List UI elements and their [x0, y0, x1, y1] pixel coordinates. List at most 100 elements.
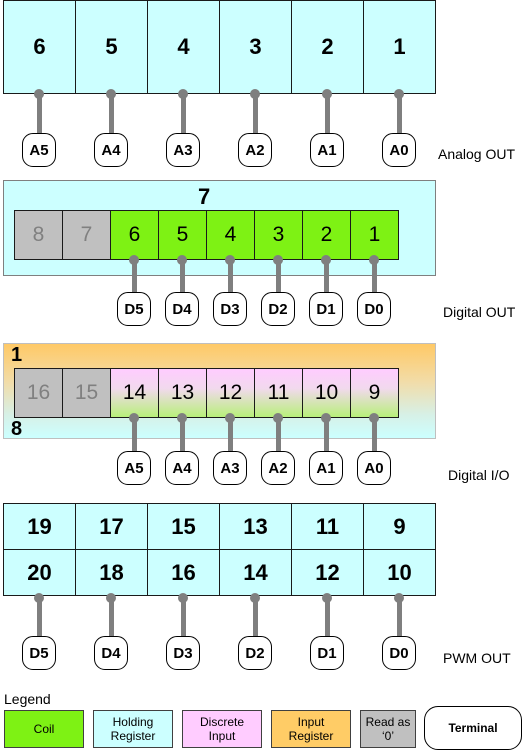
- holding-register-cell: 18: [75, 549, 148, 596]
- legend-item-holding-register: Holding Register: [93, 710, 173, 748]
- terminal: D1: [309, 292, 343, 326]
- terminal: A2: [238, 133, 272, 167]
- legend-title: Legend: [4, 691, 51, 707]
- connector-pin: [228, 418, 233, 452]
- register-number: 7: [198, 184, 211, 209]
- terminal: D5: [22, 636, 56, 670]
- legend-item-label: Input Register: [288, 715, 334, 743]
- connector-pin: [397, 596, 402, 637]
- terminal: A0: [357, 451, 391, 485]
- connector-pin: [37, 94, 42, 133]
- terminal: D2: [238, 636, 272, 670]
- holding-register-cell: 19: [3, 503, 76, 550]
- connector-pin: [324, 418, 329, 452]
- terminal: D5: [117, 292, 151, 326]
- terminal: D2: [261, 292, 295, 326]
- discrete-input-coil-cell: 13: [158, 368, 207, 418]
- holding-register-cell: 16: [147, 549, 220, 596]
- connector-pin: [276, 418, 281, 452]
- legend-item-discrete-input: Discrete Input: [182, 710, 262, 748]
- terminal: A3: [166, 133, 200, 167]
- terminal: A1: [310, 133, 344, 167]
- connector-pin: [372, 260, 377, 293]
- legend-item-label: Holding Register: [110, 715, 156, 743]
- holding-register-cell: 15: [147, 503, 220, 550]
- discrete-input-coil-cell: 12: [206, 368, 255, 418]
- terminal: A0: [382, 133, 416, 167]
- holding-register-cell: 17: [75, 503, 148, 550]
- connector-pin: [228, 260, 233, 293]
- terminal: A5: [22, 133, 56, 167]
- connector-pin: [325, 596, 330, 637]
- terminal: D4: [94, 636, 128, 670]
- legend-item-terminal: Terminal: [424, 706, 522, 750]
- section-label: Analog OUT: [438, 146, 516, 162]
- connector-pin: [397, 94, 402, 133]
- holding-register-cell: 6: [3, 0, 76, 94]
- coil-cell: 4: [206, 210, 255, 260]
- holding-register-cell: 11: [291, 503, 364, 550]
- legend-item-label: Read as ‘0’: [365, 715, 411, 743]
- connector-pin: [37, 596, 42, 637]
- section-label: Digital I/O: [448, 467, 510, 483]
- holding-register-cell: 4: [147, 0, 220, 94]
- discrete-input-coil-cell: 11: [254, 368, 303, 418]
- holding-register-cell: 9: [363, 503, 436, 550]
- read-as-zero-cell: 15: [62, 368, 111, 418]
- terminal: A5: [117, 451, 151, 485]
- discrete-input-coil-cell: 14: [110, 368, 159, 418]
- terminal: A3: [213, 451, 247, 485]
- terminal: D0: [382, 636, 416, 670]
- holding-register-cell: 12: [291, 549, 364, 596]
- read-as-zero-cell: 7: [62, 210, 111, 260]
- holding-register-cell: 20: [3, 549, 76, 596]
- connector-pin: [253, 94, 258, 133]
- terminal: A4: [94, 133, 128, 167]
- terminal: D0: [357, 292, 391, 326]
- connector-pin: [325, 94, 330, 133]
- holding-register-number: 8: [11, 418, 23, 440]
- connector-pin: [109, 596, 114, 637]
- connector-pin: [372, 418, 377, 452]
- holding-register-cell: 5: [75, 0, 148, 94]
- legend-item-label: Discrete Input: [199, 715, 244, 743]
- legend-item-label: Coil: [33, 722, 55, 736]
- coil-cell: 5: [158, 210, 207, 260]
- holding-register-cell: 13: [219, 503, 292, 550]
- terminal: A4: [165, 451, 199, 485]
- terminal: D3: [213, 292, 247, 326]
- holding-register-cell: 1: [363, 0, 436, 94]
- holding-register-cell: 10: [363, 549, 436, 596]
- connector-pin: [132, 260, 137, 293]
- holding-register-cell: 14: [219, 549, 292, 596]
- holding-register-cell: 3: [219, 0, 292, 94]
- connector-pin: [180, 418, 185, 452]
- input-register-number: 1: [11, 344, 23, 366]
- read-as-zero-cell: 16: [14, 368, 63, 418]
- section-label: PWM OUT: [443, 650, 511, 666]
- terminal: D3: [166, 636, 200, 670]
- connector-pin: [109, 94, 114, 133]
- connector-pin: [181, 596, 186, 637]
- discrete-input-coil-cell: 9: [350, 368, 399, 418]
- connector-pin: [180, 260, 185, 293]
- coil-cell: 2: [302, 210, 351, 260]
- terminal: A1: [309, 451, 343, 485]
- holding-register-cell: 2: [291, 0, 364, 94]
- terminal: D4: [165, 292, 199, 326]
- section-label: Digital OUT: [443, 304, 516, 320]
- connector-pin: [132, 418, 137, 452]
- read-as-zero-cell: 8: [14, 210, 63, 260]
- terminal: A2: [261, 451, 295, 485]
- coil-cell: 3: [254, 210, 303, 260]
- legend-item-input-register: Input Register: [271, 710, 351, 748]
- coil-cell: 1: [350, 210, 399, 260]
- terminal: D1: [310, 636, 344, 670]
- connector-pin: [181, 94, 186, 133]
- connector-pin: [276, 260, 281, 293]
- discrete-input-coil-cell: 10: [302, 368, 351, 418]
- connector-pin: [253, 596, 258, 637]
- connector-pin: [324, 260, 329, 293]
- legend-item-read-as-zero: Read as ‘0’: [360, 710, 416, 748]
- coil-cell: 6: [110, 210, 159, 260]
